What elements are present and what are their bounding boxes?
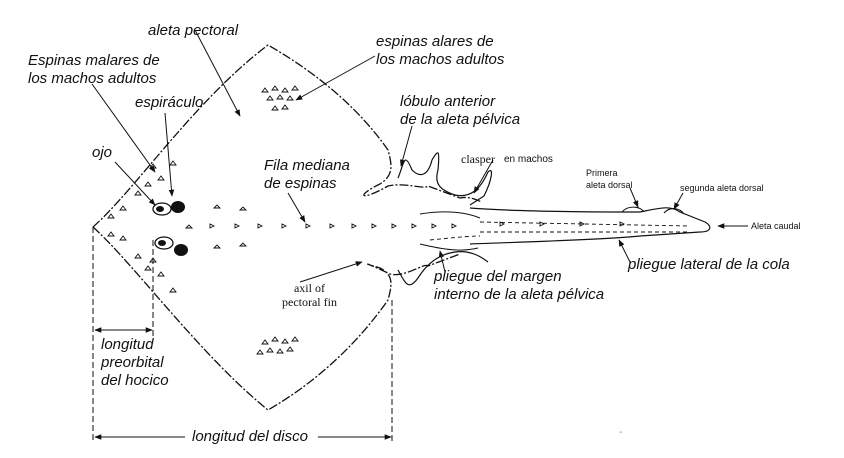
- eye-lower: [154, 236, 174, 250]
- disc-outline: [92, 44, 483, 228]
- label-espiraculo: espiráculo: [135, 94, 204, 111]
- stray-mark: -: [619, 427, 623, 438]
- label-ojo: ojo: [92, 144, 113, 161]
- label-segunda-dorsal: segunda aleta dorsal: [680, 183, 764, 193]
- label-pliegue-lateral: pliegue lateral de la cola: [628, 256, 790, 273]
- label-aleta-caudal: Aleta caudal: [751, 221, 801, 231]
- disc-outline-lower: [92, 226, 461, 411]
- pelvic-lobe-upper: [397, 152, 493, 206]
- eye-lower-pupil: [158, 240, 166, 246]
- label-primera-dorsal: Primera aleta dorsal: [586, 168, 633, 190]
- thorns: [107, 85, 626, 355]
- label-espinas-alares: espinas alares de los machos adultos: [376, 33, 505, 68]
- label-fila-mediana: Fila mediana de espinas: [264, 157, 350, 192]
- spiracle-lower: [174, 244, 188, 256]
- pelvic-lobe-lower: [397, 251, 489, 286]
- spiracle-upper: [171, 201, 185, 213]
- label-longitud-preorbital: longitud preorbital del hocico: [101, 336, 169, 389]
- measurement-lines: [92, 227, 393, 442]
- label-en-machos: en machos: [504, 154, 553, 165]
- label-pliegue-margen: pliegue del margen interno de la aleta p…: [434, 268, 605, 303]
- label-aleta-pectoral: aleta pectoral: [148, 22, 239, 39]
- label-longitud-disco: longitud del disco: [192, 428, 308, 445]
- label-axil: axil of pectoral fin: [282, 281, 337, 309]
- tail-fold: [429, 221, 691, 241]
- eye-upper: [152, 202, 172, 216]
- label-lobulo-anterior: lóbulo anterior de la aleta pélvica: [400, 93, 521, 128]
- tail-outline: [469, 207, 711, 245]
- label-clasper: clasper: [461, 152, 495, 166]
- leader-lines: [91, 29, 748, 283]
- clasper-shape: [419, 211, 481, 251]
- eye-upper-pupil: [156, 206, 164, 212]
- label-espinas-malares: Espinas malares de los machos adultos: [28, 52, 160, 87]
